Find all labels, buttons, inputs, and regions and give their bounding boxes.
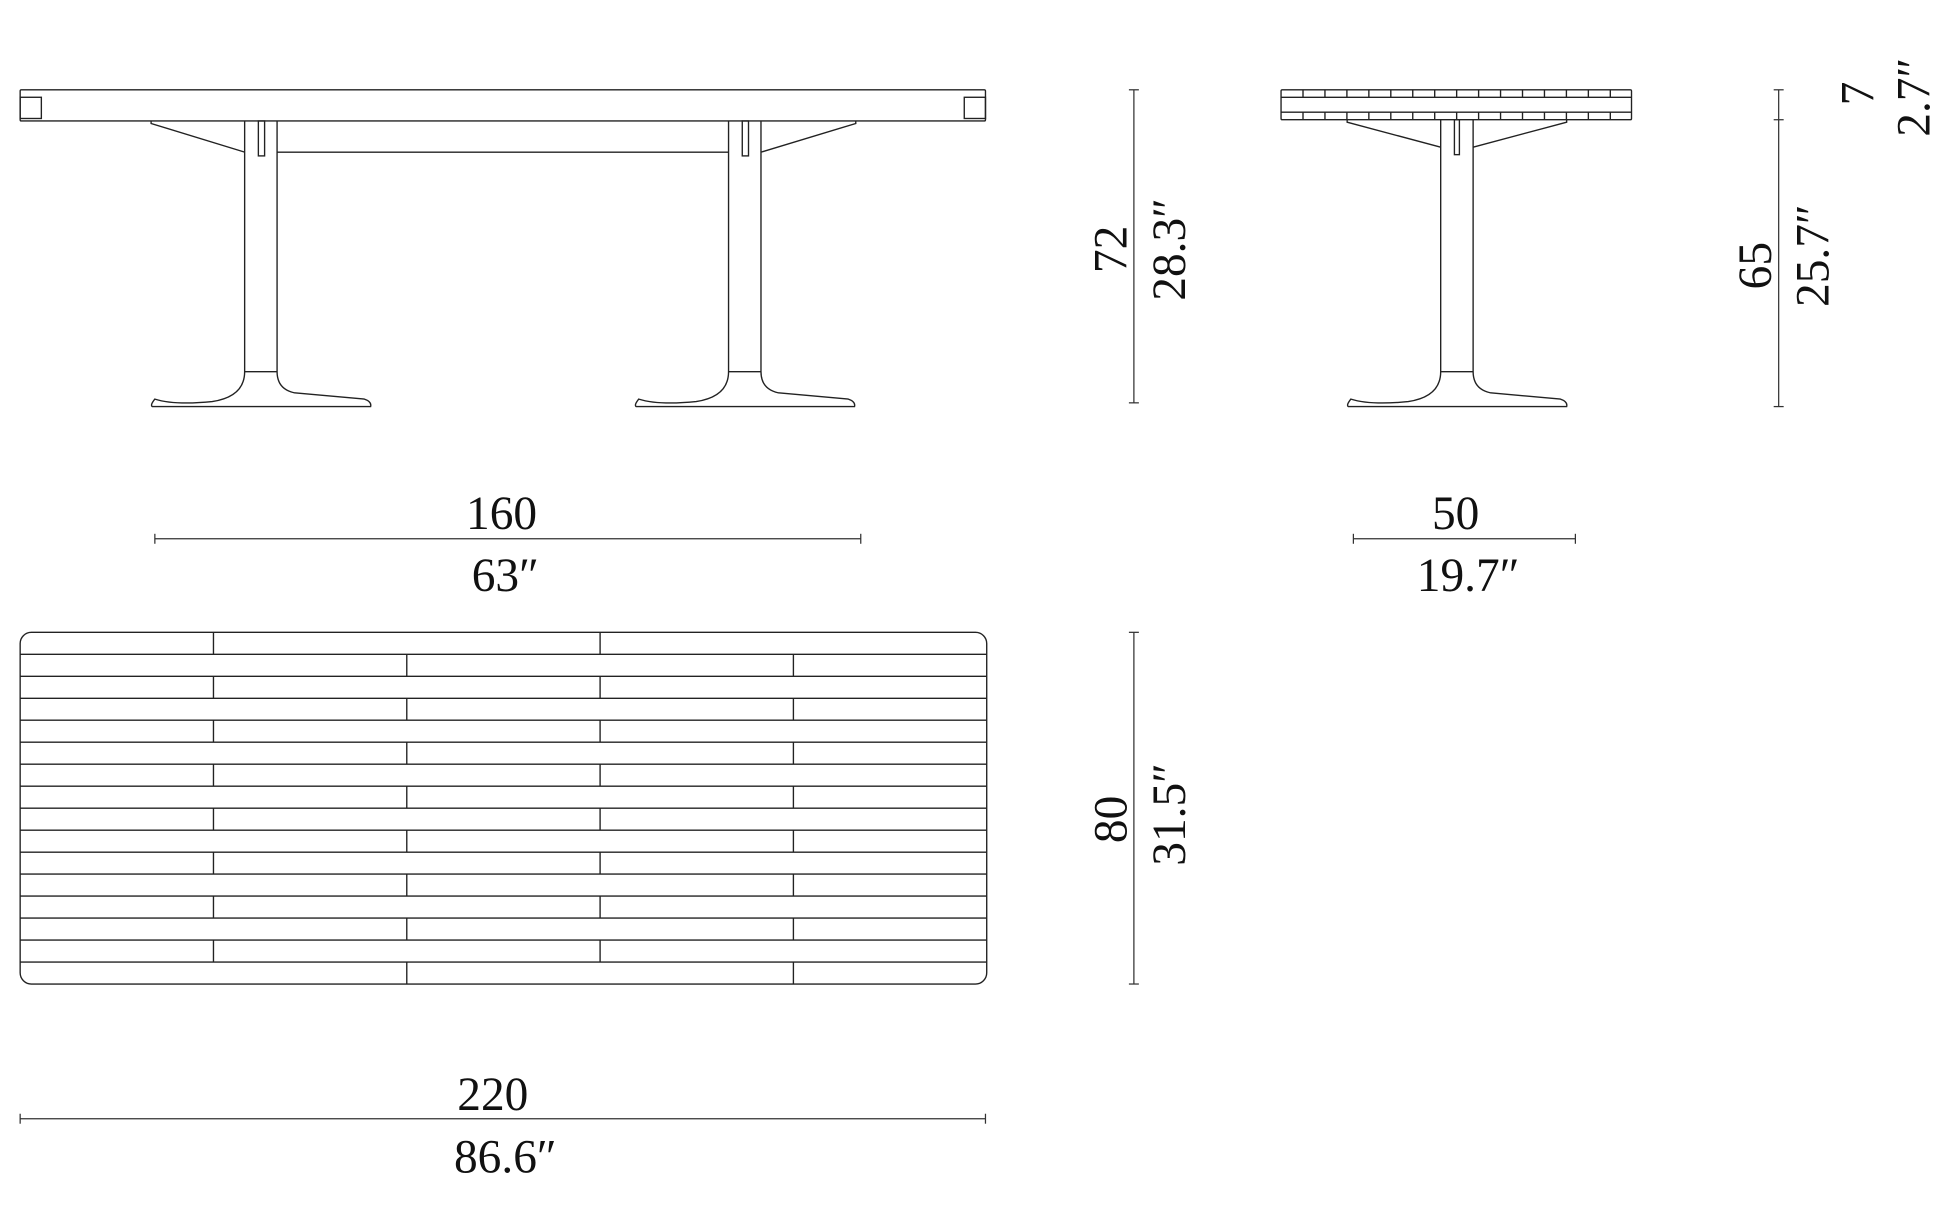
top-thickness-cm: 7 <box>1832 82 1884 106</box>
front-width-in: 63″ <box>472 550 539 602</box>
side-leg <box>1346 119 1568 408</box>
front-braces <box>150 120 857 153</box>
front-view <box>19 89 987 408</box>
side-width-in: 19.7″ <box>1417 550 1520 602</box>
top-depth-dimension: 80 31.5″ <box>1085 631 1196 985</box>
side-height-dimension: 65 25.7″ 7 2.7″ <box>1730 58 1941 408</box>
top-length-cm: 220 <box>457 1069 528 1121</box>
front-height-cm: 72 <box>1085 226 1137 273</box>
top-slats <box>20 632 987 985</box>
front-width-cm: 160 <box>466 488 537 540</box>
side-width-cm: 50 <box>1432 488 1479 540</box>
front-height-in: 28.3″ <box>1144 198 1196 301</box>
top-view <box>19 631 988 985</box>
top-length-dimension: 220 86.6″ <box>19 1069 987 1183</box>
front-leg-right <box>634 120 856 408</box>
top-depth-in: 31.5″ <box>1144 763 1196 866</box>
front-width-dimension: 160 63″ <box>154 488 862 602</box>
top-depth-cm: 80 <box>1085 796 1137 843</box>
side-slat-joints <box>1302 89 1611 120</box>
top-length-in: 86.6″ <box>454 1131 557 1183</box>
top-thickness-in: 2.7″ <box>1889 58 1941 137</box>
front-height-dimension: 72 28.3″ <box>1085 89 1196 404</box>
side-leg-height-in: 25.7″ <box>1788 204 1840 307</box>
side-view <box>1280 89 1633 408</box>
front-leg-left <box>150 120 372 408</box>
side-leg-height-cm: 65 <box>1730 242 1782 289</box>
side-width-dimension: 50 19.7″ <box>1352 488 1577 602</box>
side-braces <box>1346 119 1568 148</box>
front-end-block-right <box>963 96 987 120</box>
front-end-block-left <box>19 96 43 120</box>
front-tabletop <box>19 89 987 122</box>
